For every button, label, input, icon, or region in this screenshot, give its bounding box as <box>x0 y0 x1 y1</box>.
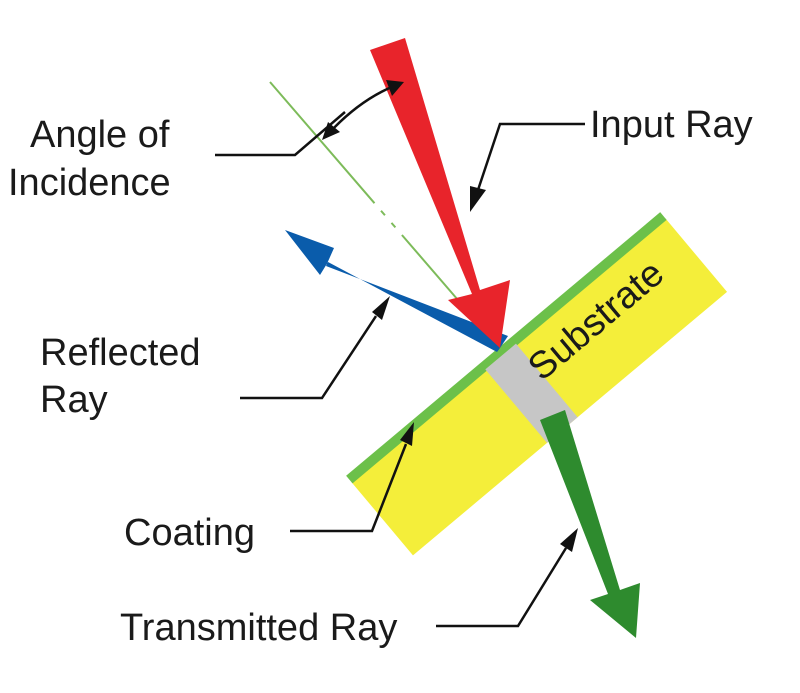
incidence-label: Incidence <box>8 162 171 204</box>
angle-leader-line <box>215 111 346 157</box>
substrate-group: Substrate <box>346 212 728 556</box>
reflected-leader-line <box>240 315 378 400</box>
reflected-ray-label: Ray <box>40 379 108 421</box>
angle-of-label: Angle of <box>30 114 170 156</box>
angle-arc <box>329 84 395 133</box>
angle-arc-arrowhead-right <box>386 80 404 96</box>
reflected-ray-arrow <box>285 230 508 352</box>
transmitted-ray-arrow <box>540 410 640 638</box>
input-ray-arrow <box>370 38 510 348</box>
coating-leader-arrowhead <box>400 422 414 446</box>
coating-layer <box>346 212 667 484</box>
transmitted-ray-label: Transmitted Ray <box>120 607 397 649</box>
coating-label: Coating <box>124 512 255 554</box>
transmitted-leader-line <box>436 547 568 628</box>
transmitted-leader-arrowhead <box>560 528 578 552</box>
input-ray-label: Input Ray <box>590 104 753 146</box>
input-ray-leader-arrowhead <box>470 186 486 212</box>
input-ray-leader-line <box>476 122 585 191</box>
coating-leader-line <box>290 443 408 533</box>
reflected-label: Reflected <box>40 332 201 374</box>
reflected-leader-arrowhead <box>372 296 390 320</box>
normal-line <box>269 81 459 301</box>
